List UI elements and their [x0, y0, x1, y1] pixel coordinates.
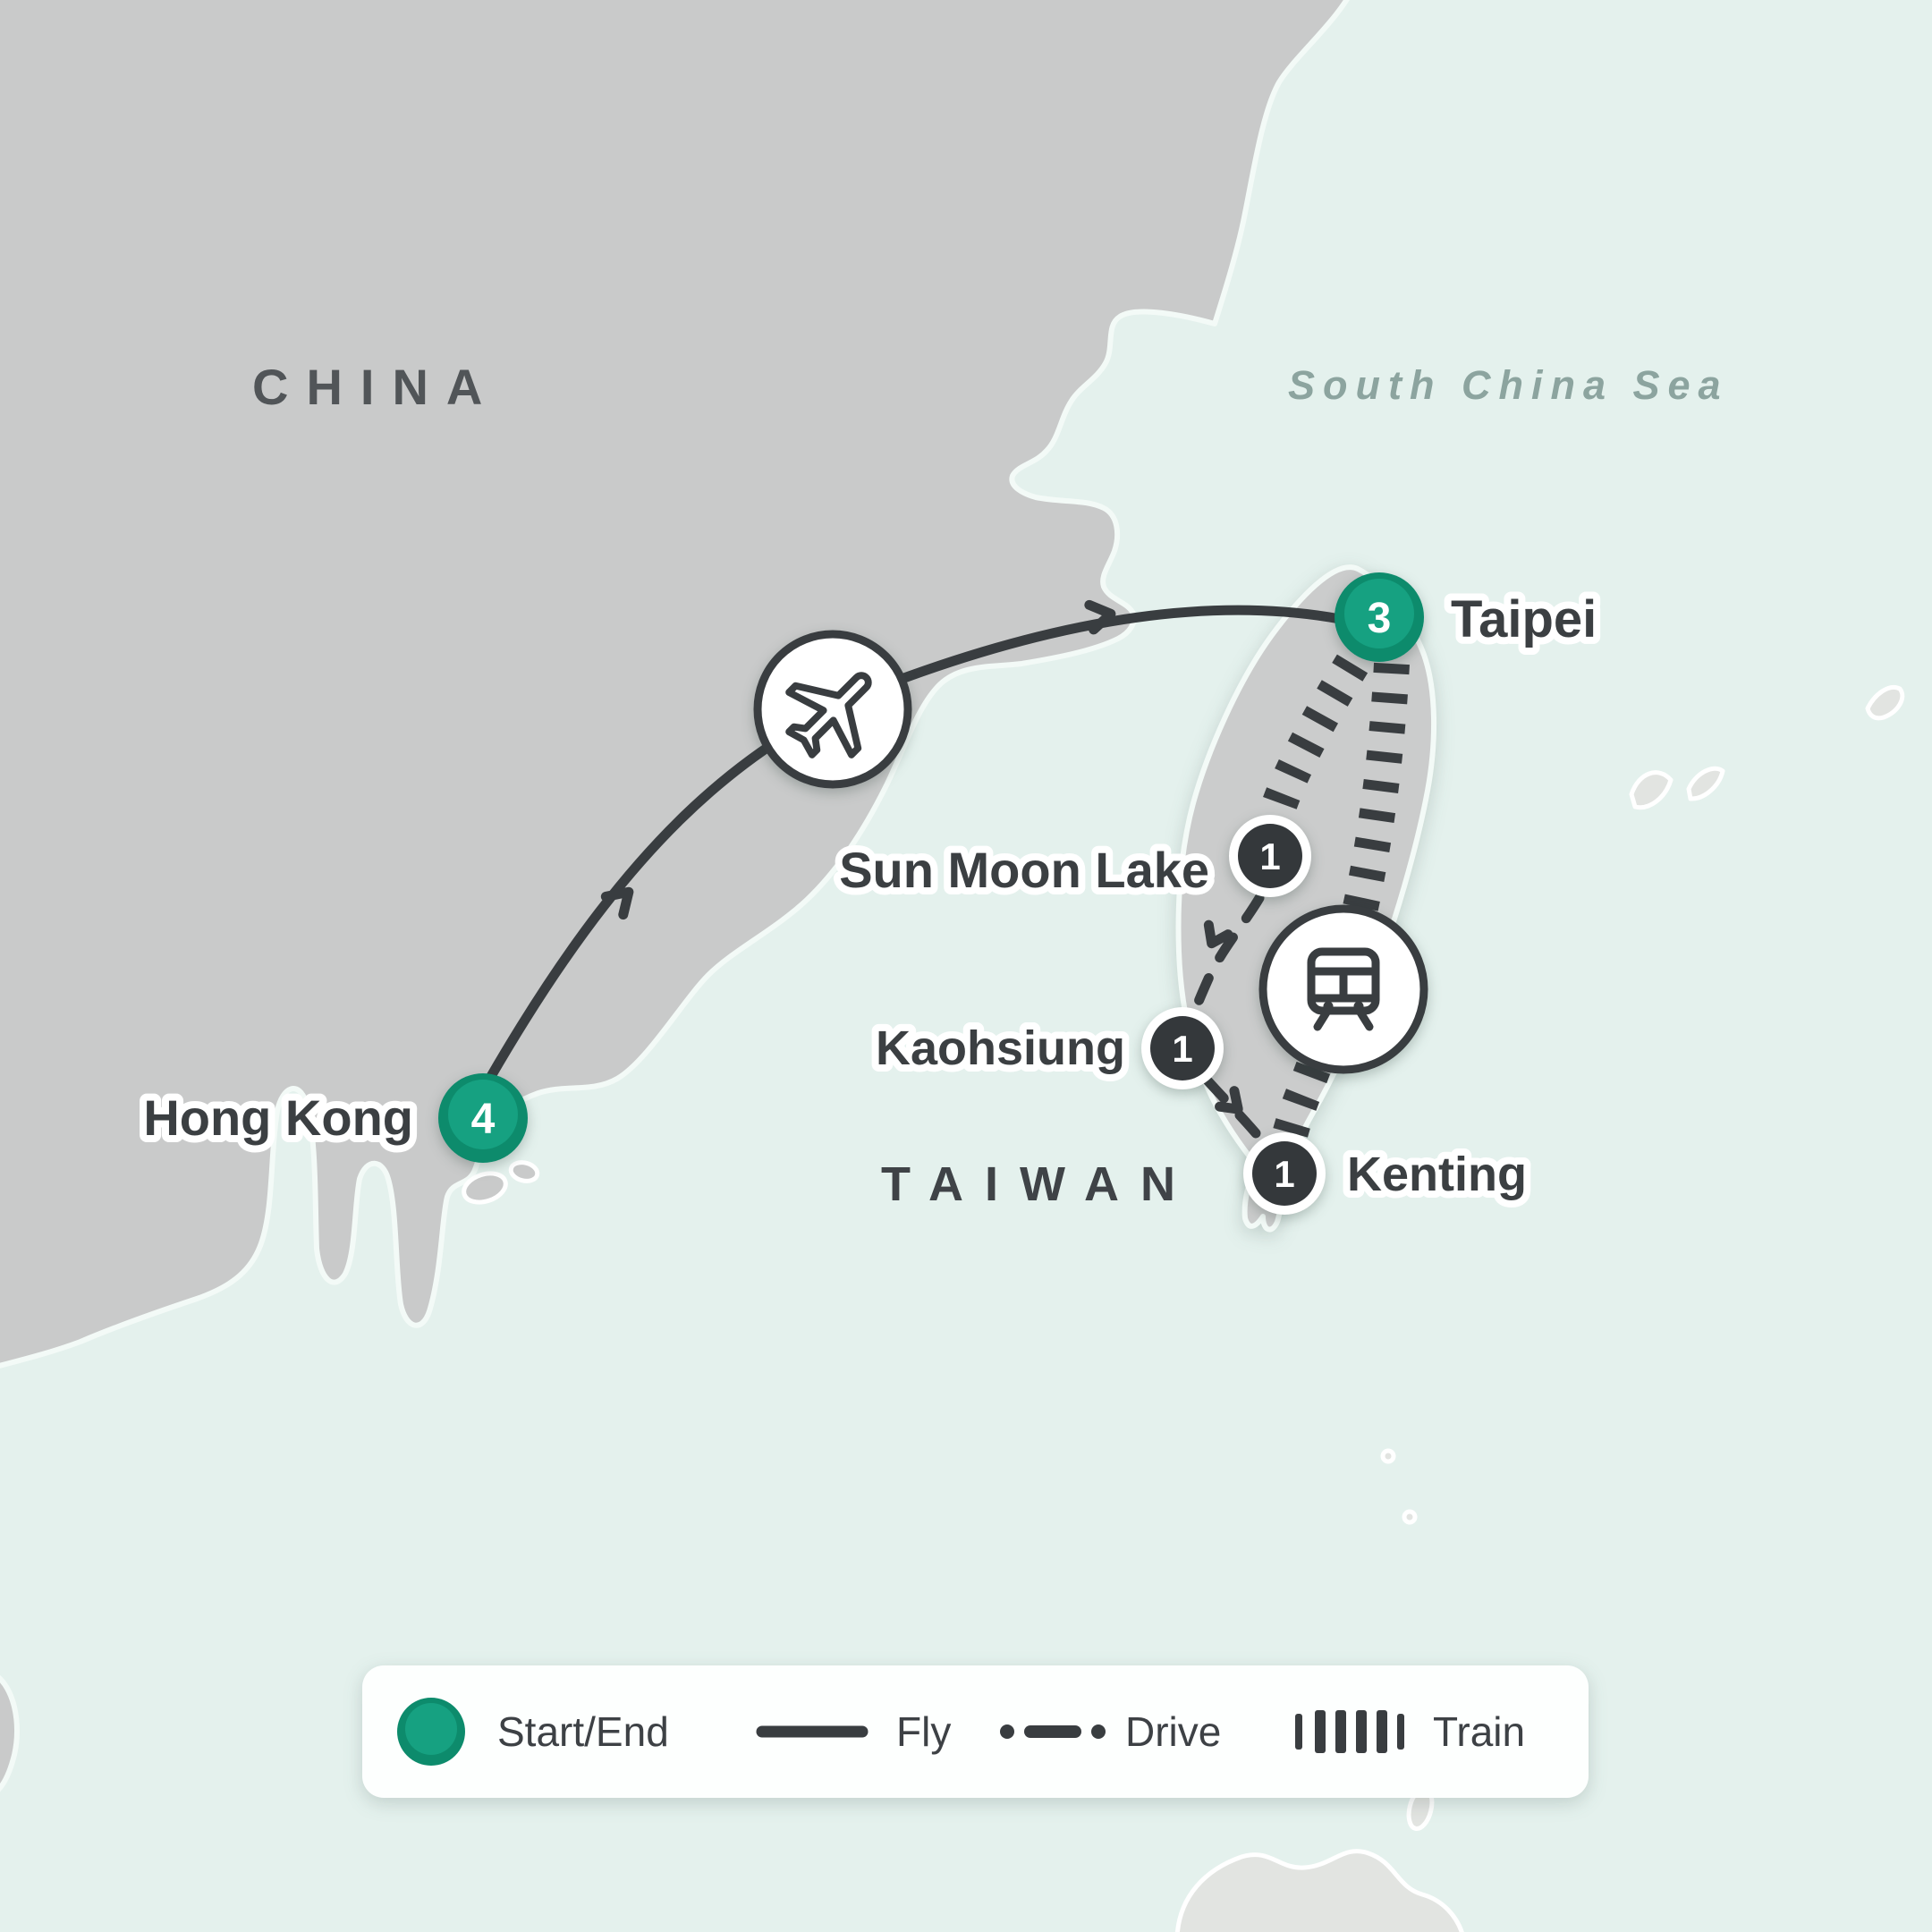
left-edge-land — [0, 1674, 21, 1792]
legend-drive-label: Drive — [1125, 1708, 1221, 1755]
train-icon — [1258, 904, 1428, 1074]
legend-start-end-icon — [397, 1698, 465, 1766]
stop-label-kaohsiung: Kaohsiung — [876, 1021, 1125, 1075]
legend: Start/End Fly Drive Train — [362, 1665, 1589, 1798]
label-south-china-sea: South China Sea — [1288, 362, 1729, 408]
drive-route-arrow-2 — [1215, 1086, 1243, 1114]
stop-nights-taipei: 3 — [1368, 595, 1392, 642]
legend-fly-label: Fly — [896, 1708, 951, 1755]
legend-train-label: Train — [1433, 1708, 1525, 1755]
stop-nights-sun-moon-lake: 1 — [1259, 835, 1280, 877]
legend-drive-icon — [1000, 1724, 1106, 1739]
fly-route-arrow-2 — [1084, 599, 1116, 635]
label-china: CHINA — [252, 359, 500, 415]
stop-marker-taipei: 3 — [1335, 572, 1424, 662]
stop-nights-kenting: 1 — [1274, 1153, 1294, 1195]
legend-panel — [362, 1665, 1589, 1798]
mainland-china-shape — [0, 0, 1350, 1368]
stop-marker-kenting: 1 — [1243, 1132, 1326, 1215]
taiwan-island-shape — [1175, 564, 1437, 1233]
label-taiwan: TAIWAN — [881, 1157, 1197, 1211]
stop-label-hong-kong: Hong Kong — [143, 1089, 413, 1146]
legend-start-end-label: Start/End — [497, 1708, 669, 1755]
stop-marker-hong-kong: 4 — [438, 1073, 528, 1163]
stop-label-sun-moon-lake: Sun Moon Lake — [839, 842, 1209, 898]
stop-label-taipei: Taipei — [1451, 590, 1597, 648]
drive-route-arrow-1 — [1203, 919, 1233, 949]
stop-label-kenting: Kenting — [1347, 1148, 1527, 1201]
plane-icon — [753, 630, 912, 789]
legend-train-icon — [1295, 1710, 1404, 1753]
drive-route-sunmoonlake-kaohsiung — [1186, 893, 1265, 1025]
drive-route-kaohsiung-kenting — [1202, 1075, 1267, 1145]
stop-marker-sun-moon-lake: 1 — [1229, 815, 1311, 897]
fly-route-arrow-1 — [600, 886, 634, 920]
stop-nights-kaohsiung: 1 — [1172, 1028, 1192, 1070]
offshore-islands-south — [1175, 1448, 1464, 1932]
hong-kong-islets — [462, 1160, 540, 1205]
offshore-islands-east — [1629, 685, 1905, 810]
stop-marker-kaohsiung: 1 — [1141, 1007, 1224, 1089]
stop-nights-hong-kong: 4 — [471, 1096, 496, 1143]
train-route-taipei-sunmoonlake — [1253, 654, 1368, 840]
